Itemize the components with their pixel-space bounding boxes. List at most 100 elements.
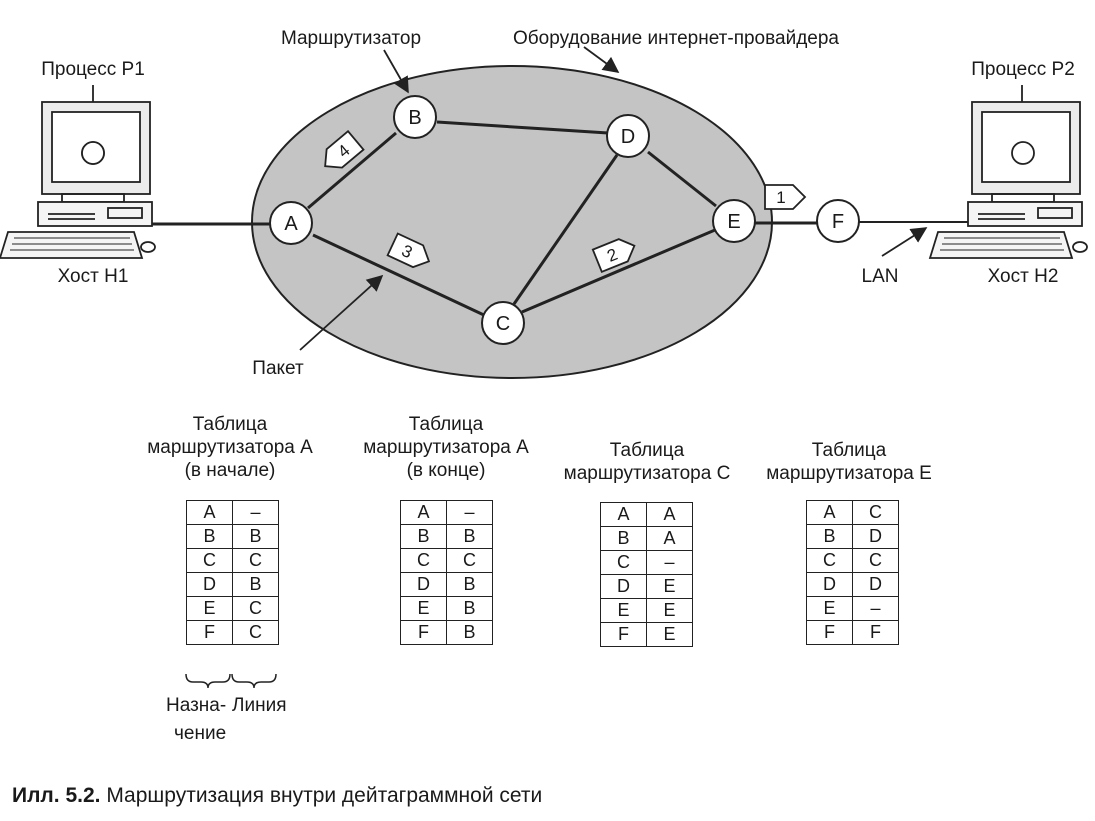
dest-cell: D <box>400 572 447 597</box>
dest-cell: D <box>186 572 233 597</box>
node-b-circle <box>393 95 437 139</box>
dest-cell: F <box>806 620 853 645</box>
dest-cell: F <box>186 620 233 645</box>
isp-label: Оборудование интернет-провайдера <box>513 28 839 49</box>
dest-cell: E <box>186 596 233 621</box>
figure-caption-number: Илл. 5.2. <box>12 784 101 807</box>
dest-cell: F <box>600 622 647 647</box>
table-c-title-line2: маршрутизатора C <box>563 463 731 484</box>
table-a-end-title-line3: (в конце) <box>406 460 486 481</box>
node-c-circle <box>481 301 525 345</box>
node-f-circle <box>816 199 860 243</box>
line-cell: E <box>646 574 693 599</box>
destination-label-line2: чение <box>174 723 227 744</box>
table-e-title-line1: Таблица <box>811 440 887 461</box>
node-b-label: B <box>408 107 421 129</box>
line-cell: D <box>852 572 899 597</box>
table-e-title: Таблица маршрутизатора E <box>749 439 949 485</box>
line-cell: C <box>852 548 899 573</box>
node-f-label: F <box>832 211 844 233</box>
table-row: A– <box>400 500 493 525</box>
line-label: Линия <box>232 695 287 716</box>
line-cell: D <box>852 524 899 549</box>
packet-1-label: 1 <box>776 188 785 207</box>
process-p2-label: Процесс P2 <box>971 59 1075 80</box>
link-a-c <box>312 233 487 318</box>
figure-caption-text: Маршрутизация внутри дейтаграммной сети <box>100 784 543 807</box>
dest-cell: E <box>806 596 853 621</box>
process-p2-icon <box>1011 141 1035 165</box>
dest-cell: A <box>600 502 647 527</box>
line-cell: C <box>852 500 899 525</box>
lan-pointer <box>881 227 928 257</box>
braces <box>185 673 277 689</box>
line-cell: E <box>646 622 693 647</box>
line-cell: B <box>446 572 493 597</box>
table-a-start-title: Таблица маршрутизатора A (в начале) <box>130 413 330 482</box>
dest-cell: A <box>186 500 233 525</box>
packet-label: Пакет <box>252 358 304 379</box>
line-cell: A <box>646 526 693 551</box>
packet-2: 2 <box>591 238 636 274</box>
host-h2-label: Хост H2 <box>988 266 1059 287</box>
node-a-circle <box>269 201 313 245</box>
node-a-label: A <box>284 213 298 235</box>
dest-cell: C <box>806 548 853 573</box>
dest-cell: B <box>400 524 447 549</box>
table-a-start-title-line2: маршрутизатора A <box>147 437 313 458</box>
link-d-c <box>512 154 619 305</box>
dest-cell: B <box>600 526 647 551</box>
process-p1-icon <box>81 141 105 165</box>
process-p1-label: Процесс P1 <box>41 59 145 80</box>
dest-cell: B <box>186 524 233 549</box>
figure-caption: Илл. 5.2. Маршрутизация внутри дейтаграм… <box>12 784 542 808</box>
line-cell: C <box>232 620 279 645</box>
line-cell: – <box>852 596 899 621</box>
dest-cell: A <box>806 500 853 525</box>
line-cell: B <box>232 524 279 549</box>
dest-cell: B <box>806 524 853 549</box>
link-d-e <box>647 150 717 208</box>
node-d-circle <box>606 114 650 158</box>
table-a-start-title-line1: Таблица <box>192 414 268 435</box>
dest-cell: C <box>600 550 647 575</box>
isp-pointer <box>583 46 620 73</box>
line-cell: C <box>232 548 279 573</box>
line-cell: – <box>646 550 693 575</box>
dest-cell: F <box>400 620 447 645</box>
dest-cell: C <box>186 548 233 573</box>
table-row: A– <box>186 500 279 525</box>
router-nodes <box>269 95 860 345</box>
dest-cell: E <box>400 596 447 621</box>
dest-cell: D <box>600 574 647 599</box>
packet-4: 4 <box>324 129 365 169</box>
link-c-e <box>521 228 716 314</box>
table-row: C– <box>600 550 693 575</box>
line-cell: – <box>446 500 493 525</box>
router-label: Маршрутизатор <box>281 28 421 49</box>
network-diagram: A B C D E F 1 2 3 4 Маршрутизатор Оборуд… <box>0 28 1088 689</box>
